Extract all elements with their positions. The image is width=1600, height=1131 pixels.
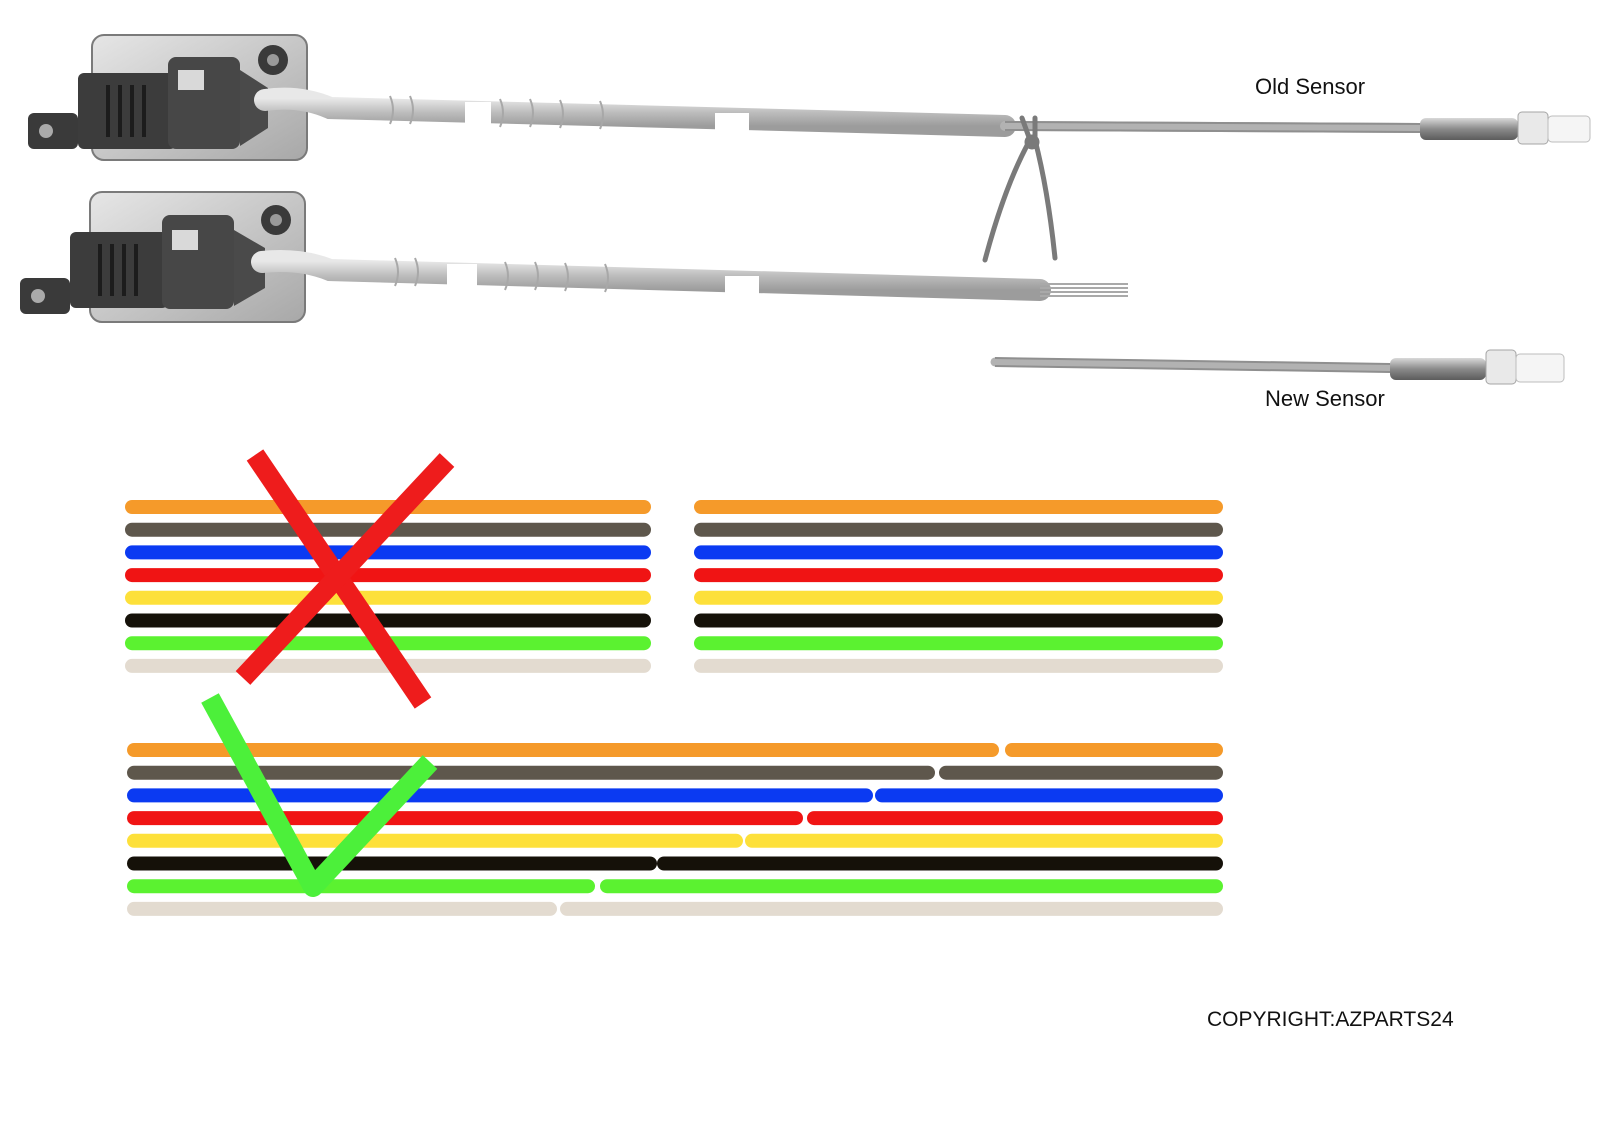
correct-spliced-wires-bundle: [127, 743, 1223, 916]
copyright-text: COPYRIGHT:AZPARTS24: [1207, 1008, 1454, 1031]
new-sensor: [990, 349, 1565, 385]
old-sensor-probe: [1420, 111, 1591, 145]
new-sensor-label: New Sensor: [1265, 386, 1385, 411]
cut-wire-ends: [1040, 283, 1128, 297]
wrong-wires-right-bundle: [694, 500, 1223, 673]
old-sensor-control-module: [28, 34, 308, 161]
old-sensor: [28, 34, 1591, 263]
cut-sensor-control-module: [20, 191, 306, 323]
cut-sensor: [20, 191, 1128, 323]
old-sensor-thin-cable: [1000, 121, 1425, 133]
checkmark-icon: [201, 693, 438, 897]
old-sensor-label: Old Sensor: [1255, 74, 1366, 99]
old-sensor-cable: [254, 87, 1016, 137]
cross-icon: [235, 449, 455, 709]
cut-sensor-cable: [251, 250, 1051, 301]
pliers-icon: [982, 115, 1058, 263]
